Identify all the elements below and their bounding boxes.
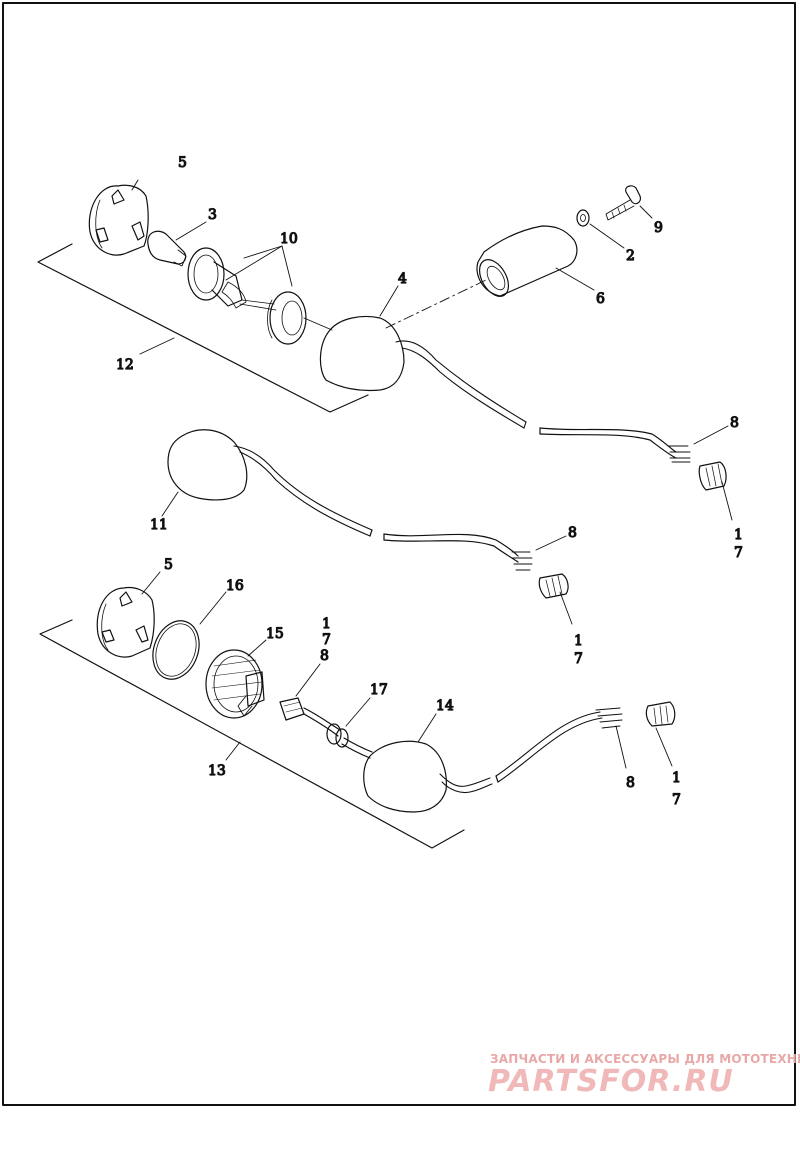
- callout-5-top: 5: [178, 155, 187, 171]
- part-14-housing: [363, 707, 627, 813]
- leader-13: [225, 741, 241, 761]
- part-5-lens-ring: [88, 179, 149, 256]
- callout-11: 11: [150, 517, 168, 533]
- callout-8-d: 8: [626, 775, 635, 791]
- leader-10: [243, 245, 293, 287]
- drawing-border: [2, 2, 796, 1106]
- part-16-gasket: [152, 591, 227, 680]
- callout-9: 9: [654, 220, 663, 236]
- callout-7-a: 7: [734, 545, 743, 561]
- wire-harness-bottom: [303, 707, 373, 759]
- callout-17: 17: [370, 682, 388, 698]
- callout-1-a: 1: [734, 527, 743, 543]
- part-15-led-module: [205, 639, 267, 719]
- callout-16: 16: [226, 578, 244, 594]
- callout-7-b: 7: [574, 651, 583, 667]
- watermark-logo: PARTSFOR.RU: [488, 1064, 734, 1099]
- part-8-plug: [279, 663, 321, 721]
- callout-5-bottom: 5: [164, 557, 173, 573]
- part-3-bulb: [147, 221, 207, 267]
- callout-1-c: 1: [322, 616, 331, 632]
- callout-15: 15: [266, 626, 284, 642]
- callout-12: 12: [116, 357, 134, 373]
- part-10-grommet: [267, 291, 333, 345]
- part-5-lens-ring-b: [96, 571, 161, 658]
- part-9-screw: [605, 185, 653, 221]
- part-2-washer: [576, 209, 625, 249]
- callout-6: 6: [596, 291, 605, 307]
- wire-harness-top: [539, 425, 729, 463]
- callout-7-d: 7: [672, 792, 681, 808]
- callout-10: 10: [280, 231, 298, 247]
- callout-7-c: 7: [322, 632, 331, 648]
- part-11-housing: [161, 429, 373, 537]
- part-1-7-connector-d: [645, 701, 676, 767]
- watermark-caption: ЗАПЧАСТИ И АКСЕССУАРЫ ДЛЯ МОТОТЕХНИКИ: [490, 1052, 800, 1066]
- callout-1-d: 1: [672, 770, 681, 786]
- callout-3: 3: [208, 207, 217, 223]
- part-1-7-connector-b: [538, 573, 573, 625]
- part-6-bracket: [476, 225, 595, 297]
- part-4-housing: [319, 285, 527, 429]
- part-1-7-connector-a: [698, 461, 733, 521]
- group-13-outline: [39, 619, 465, 849]
- leader-12: [139, 337, 175, 355]
- callout-8-c: 8: [320, 648, 329, 664]
- callout-2: 2: [626, 248, 635, 264]
- part-17-grommet: [326, 697, 371, 748]
- callout-8-b: 8: [568, 525, 577, 541]
- alignment-axis: [385, 279, 487, 329]
- callout-4: 4: [398, 271, 407, 287]
- wire-harness-middle: [383, 533, 567, 571]
- callout-1-b: 1: [574, 633, 583, 649]
- callout-13: 13: [208, 763, 226, 779]
- part-10-socket-a: [187, 247, 277, 311]
- callout-14: 14: [436, 698, 454, 714]
- callout-8-a: 8: [730, 415, 739, 431]
- group-12-outline: [37, 243, 369, 413]
